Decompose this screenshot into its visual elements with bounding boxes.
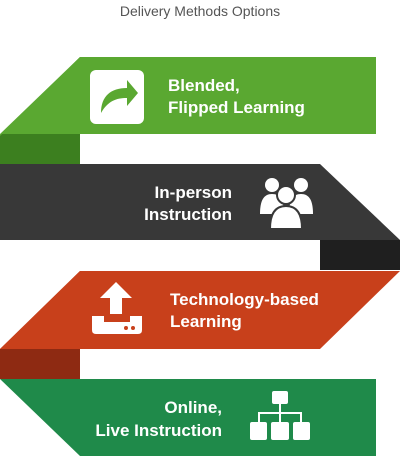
sitemap-icon <box>250 391 310 440</box>
banner-online-line2: Live Instruction <box>95 421 222 440</box>
banner-inperson-line2: Instruction <box>144 205 232 224</box>
banner-inperson: In-person Instruction <box>0 164 400 270</box>
share-arrow-icon <box>90 70 144 124</box>
banner-technology-line2: Learning <box>170 312 242 331</box>
banner-inperson-fold <box>320 240 400 270</box>
banner-inperson-line1: In-person <box>155 183 232 202</box>
banner-technology-fold <box>0 349 80 379</box>
banner-technology-line1: Technology-based <box>170 290 319 309</box>
banner-technology: Technology-based Learning <box>0 271 400 379</box>
banner-online-ribbon <box>0 379 376 456</box>
banner-online-line1: Online, <box>164 398 222 417</box>
page-title: Delivery Methods Options <box>119 3 281 19</box>
banner-blended: Blended, Flipped Learning <box>0 57 376 164</box>
group-people-icon <box>260 178 313 230</box>
banner-blended-line1: Blended, <box>168 76 240 95</box>
banner-online: Online, Live Instruction <box>0 379 376 456</box>
upload-tray-icon <box>92 282 142 334</box>
banner-blended-fold <box>0 134 80 164</box>
banner-blended-line2: Flipped Learning <box>168 98 305 117</box>
